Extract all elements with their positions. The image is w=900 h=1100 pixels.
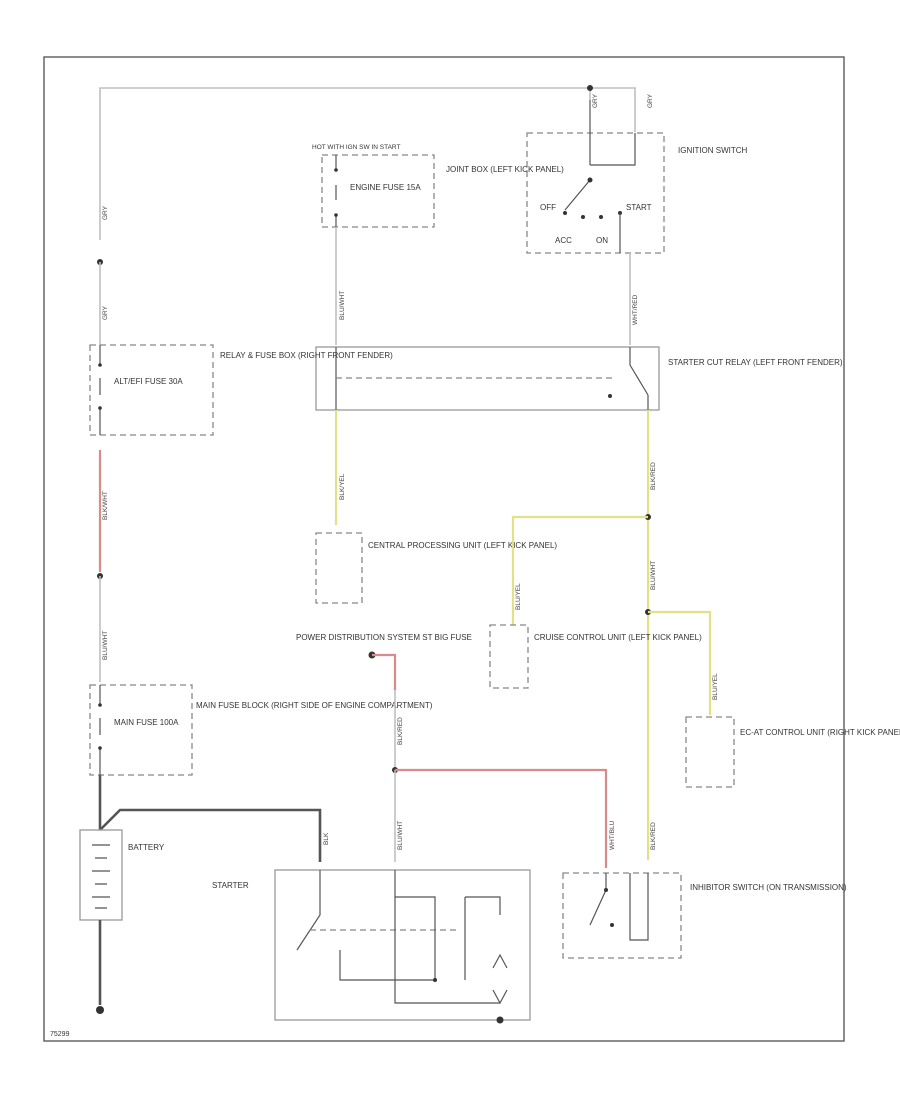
main-fuse-box bbox=[89, 684, 193, 776]
wire-label-blu-wht: BLU/WHT bbox=[339, 291, 346, 320]
wire-label-blu-wht4: BLU/WHT bbox=[397, 821, 404, 850]
ecat-label: EC-AT CONTROL UNIT (RIGHT KICK PANEL) bbox=[740, 728, 900, 737]
fuse-terminal bbox=[98, 406, 102, 410]
inhibitor-pivot bbox=[604, 888, 608, 892]
gray-ign-wire bbox=[590, 87, 636, 132]
power-distribution-label: POWER DISTRIBUTION SYSTEM ST BIG FUSE bbox=[296, 633, 472, 642]
starter-ground bbox=[496, 1016, 504, 1024]
fuse-terminal bbox=[98, 746, 102, 750]
battery-label: BATTERY bbox=[128, 843, 165, 852]
main-fuse-block-location: MAIN FUSE BLOCK (RIGHT SIDE OF ENGINE CO… bbox=[196, 701, 433, 710]
wire-label-blu-yel2: BLU/YEL bbox=[712, 673, 719, 700]
ground-point bbox=[96, 1006, 104, 1014]
starter-circuit-2 bbox=[394, 897, 500, 1004]
wire-label-blk-red: BLK/RED bbox=[650, 462, 657, 490]
cruise-control-box bbox=[489, 624, 529, 689]
relay-fuse-box bbox=[89, 344, 214, 436]
cpu-box bbox=[315, 532, 363, 604]
starter-label: STARTER bbox=[212, 881, 249, 890]
ign-acc-label: ACC bbox=[555, 236, 572, 245]
ign-start-label: START bbox=[626, 203, 652, 212]
battery-symbol bbox=[92, 844, 110, 909]
figure-id: 75299 bbox=[50, 1031, 70, 1038]
ecat-box bbox=[685, 716, 735, 788]
ignition-pivot bbox=[587, 177, 593, 183]
wire-label-blu-wht3: BLU/WHT bbox=[102, 631, 109, 660]
engine-fuse-label: ENGINE FUSE 15A bbox=[350, 183, 421, 192]
starter-junction bbox=[433, 978, 437, 982]
diagram-border bbox=[43, 56, 845, 1042]
wire-label-gray-top: GRY bbox=[102, 205, 109, 220]
starter-cut-relay-label: STARTER CUT RELAY (LEFT FRONT FENDER) bbox=[668, 358, 843, 367]
starter-motor-symbol bbox=[492, 953, 508, 1005]
ign-off-label: OFF bbox=[540, 203, 556, 212]
inhibitor-contact bbox=[610, 923, 614, 927]
inhibitor-switch-box bbox=[562, 872, 682, 959]
starter-solenoid-switch bbox=[296, 870, 321, 951]
wht-blu-wire bbox=[395, 768, 608, 868]
fuse-terminal bbox=[334, 168, 338, 172]
ignition-contact-acc bbox=[581, 215, 585, 219]
ign-on-label: ON bbox=[596, 236, 608, 245]
wire-label-blk-red2: BLK/RED bbox=[397, 717, 404, 745]
wire-label-wht-blu: WHT/BLU bbox=[609, 820, 616, 850]
wire-label-blk: BLK bbox=[323, 832, 330, 845]
red-wire bbox=[372, 653, 397, 690]
starter-cut-relay-box bbox=[315, 346, 660, 411]
cpu-label: CENTRAL PROCESSING UNIT (LEFT KICK PANEL… bbox=[368, 541, 557, 550]
wire-label-gray-ign1: GRY bbox=[592, 93, 599, 108]
starter-circuit-1 bbox=[339, 870, 436, 981]
inhibitor-circuit bbox=[629, 873, 649, 941]
junction-dot bbox=[587, 85, 593, 91]
inhibitor-blade bbox=[589, 873, 607, 926]
relay-contact bbox=[629, 347, 649, 410]
starter-box bbox=[274, 869, 531, 1021]
wire-label-blk-wht: BLK/WHT bbox=[102, 491, 109, 520]
ignition-switch-label: IGNITION SWITCH bbox=[678, 146, 748, 155]
blu-yel2-wire bbox=[648, 610, 712, 715]
relay-fuse-box-location: RELAY & FUSE BOX (RIGHT FRONT FENDER) bbox=[220, 351, 393, 360]
wire-label-blk-red3: BLK/RED bbox=[650, 822, 657, 850]
ignition-contact-off bbox=[563, 211, 567, 215]
alt-fuse-label: ALT/EFI FUSE 30A bbox=[114, 377, 183, 386]
gray-top-wire bbox=[99, 87, 591, 240]
blu-yel-wire bbox=[511, 515, 648, 625]
joint-box-location: JOINT BOX (LEFT KICK PANEL) bbox=[446, 165, 564, 174]
inhibitor-switch-label: INHIBITOR SWITCH (ON TRANSMISSION) bbox=[690, 883, 847, 892]
main-fuse-label: MAIN FUSE 100A bbox=[114, 718, 179, 727]
wire-label-gray-left: GRY bbox=[102, 305, 109, 320]
ignition-contact-on bbox=[599, 215, 603, 219]
wire-label-wht-red: WHT/RED bbox=[632, 294, 639, 325]
fuse-terminal bbox=[98, 363, 102, 367]
relay-contact-point bbox=[608, 394, 612, 398]
ignition-switch-box bbox=[526, 132, 665, 254]
blk-starter-wire bbox=[99, 808, 322, 862]
starter-circuit-3 bbox=[464, 896, 501, 980]
joint-box bbox=[321, 154, 435, 228]
cruise-control-label: CRUISE CONTROL UNIT (LEFT KICK PANEL) bbox=[534, 633, 702, 642]
joint-box-header: HOT WITH IGN SW IN START bbox=[312, 144, 401, 151]
wire-label-blu-wht2: BLU/WHT bbox=[650, 561, 657, 590]
fuse-terminal bbox=[334, 213, 338, 217]
battery-box bbox=[79, 829, 123, 921]
ignition-contacts bbox=[589, 100, 636, 166]
wire-label-blk-yel: BLK/YEL bbox=[339, 473, 346, 500]
wire-label-blu-yel: BLU/YEL bbox=[515, 583, 522, 610]
wire-label-gray-ign2: GRY bbox=[647, 93, 654, 108]
fuse-terminal bbox=[98, 703, 102, 707]
ignition-blade bbox=[564, 179, 591, 211]
